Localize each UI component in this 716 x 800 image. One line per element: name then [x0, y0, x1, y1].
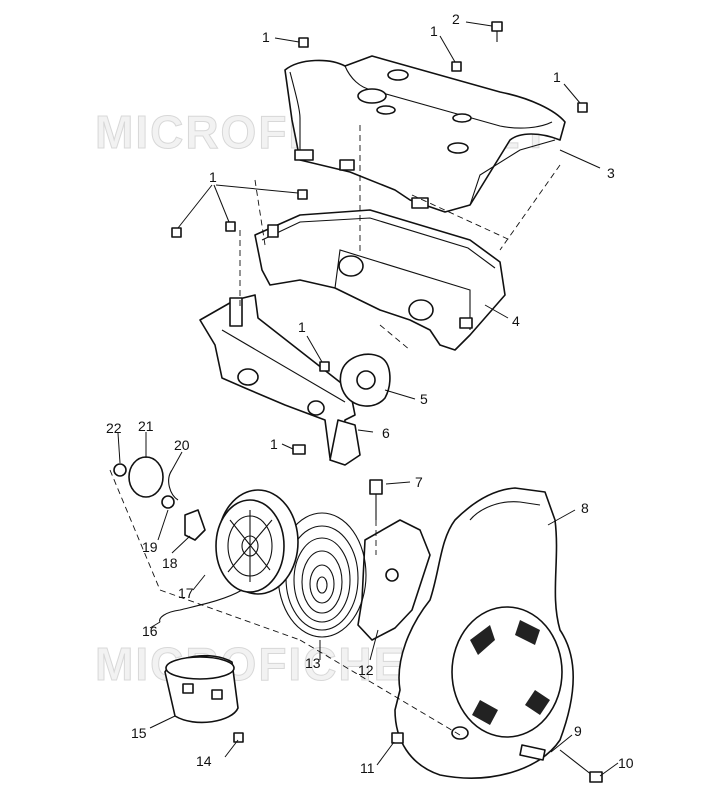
starter-pulley — [215, 489, 299, 595]
lower-shroud — [254, 209, 506, 351]
small-parts — [113, 456, 206, 541]
assembly-lines — [109, 125, 561, 736]
callout-1: 1 — [430, 23, 438, 39]
callout-11: 11 — [360, 760, 375, 776]
callout-21: 21 — [138, 418, 154, 434]
callout-1: 1 — [270, 436, 278, 452]
blower-housing — [394, 487, 574, 779]
callout-22: 22 — [106, 420, 122, 436]
callout-20: 20 — [174, 437, 190, 453]
starter-cup — [164, 654, 244, 743]
callout-3: 3 — [607, 165, 615, 181]
callout-2: 2 — [452, 11, 460, 27]
callout-15: 15 — [131, 725, 147, 741]
callout-1: 1 — [553, 69, 561, 85]
callout-5: 5 — [420, 391, 428, 407]
callout-13: 13 — [305, 655, 321, 671]
callout-14: 14 — [196, 753, 212, 769]
callout-16: 16 — [142, 623, 158, 639]
callout-1: 1 — [262, 29, 270, 45]
callout-labels: 1 1 2 1 3 1 4 1 5 6 1 7 8 9 10 11 12 13 … — [106, 11, 634, 776]
callout-1: 1 — [209, 169, 217, 185]
bolt-7 — [369, 479, 383, 520]
callout-8: 8 — [581, 500, 589, 516]
callout-19: 19 — [142, 539, 158, 555]
leader-lines — [117, 21, 619, 777]
upper-shroud — [284, 55, 566, 213]
callout-1: 1 — [298, 319, 306, 335]
gasket — [339, 353, 391, 407]
screw-parts — [171, 21, 588, 455]
callout-18: 18 — [162, 555, 178, 571]
starter-rope — [159, 589, 243, 623]
callout-10: 10 — [618, 755, 634, 771]
callout-4: 4 — [512, 313, 520, 329]
hardware-9-10-11 — [391, 732, 603, 783]
callout-17: 17 — [178, 585, 194, 601]
callout-9: 9 — [574, 723, 582, 739]
callout-7: 7 — [415, 474, 423, 490]
callout-12: 12 — [358, 662, 374, 678]
callout-6: 6 — [382, 425, 390, 441]
bracket — [199, 294, 361, 466]
